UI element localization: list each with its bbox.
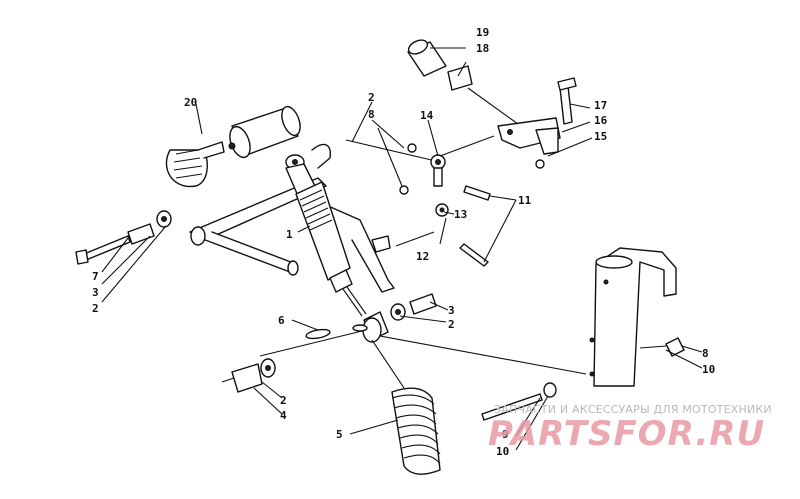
- callout-1: 1: [286, 228, 293, 241]
- callout-2-top: 2: [368, 91, 375, 104]
- callout-7: 7: [92, 270, 99, 283]
- callout-20: 20: [184, 96, 197, 109]
- callout-numbers: 1 2 8 14 19 18 17 16 15 20 11 13 12 7 3 …: [92, 26, 715, 458]
- callout-10-right: 10: [702, 363, 715, 376]
- callout-14: 14: [420, 109, 434, 122]
- callout-4: 4: [280, 409, 287, 422]
- callout-16: 16: [594, 114, 608, 127]
- callout-18: 18: [476, 42, 489, 55]
- callout-2-bottom: 2: [280, 394, 287, 407]
- callout-2-left: 2: [92, 302, 99, 315]
- coil-spring: [371, 339, 441, 475]
- assembly-arrows: [221, 135, 667, 383]
- callout-11: 11: [518, 194, 532, 207]
- callout-3-left: 3: [92, 286, 99, 299]
- watermark-logo: PARTSFOR.RU: [488, 414, 766, 454]
- callout-19: 19: [476, 26, 489, 39]
- strut-housing: [481, 247, 685, 421]
- bellcrank-bracket: [497, 77, 577, 169]
- callout-leaders: [101, 47, 703, 451]
- callout-9: 9: [502, 428, 509, 441]
- callout-8-top: 8: [368, 108, 375, 121]
- clip-and-cap: [407, 39, 519, 125]
- callout-5: 5: [336, 428, 343, 441]
- link-rod-assembly: [345, 139, 491, 267]
- callout-10-bottom: 10: [496, 445, 509, 458]
- bolt-spacer-left: [75, 210, 172, 265]
- callout-6: 6: [278, 314, 285, 327]
- shock-absorber: [285, 143, 367, 317]
- callout-15: 15: [594, 130, 607, 143]
- reservoir-canister: [165, 105, 301, 188]
- callout-8-right: 8: [702, 347, 709, 360]
- frame-rail: [189, 177, 395, 293]
- watermark-tagline: ЗАПЧАСТИ И АКСЕССУАРЫ ДЛЯ МОТОТЕХНИКИ: [494, 403, 772, 416]
- lower-pivot-assembly: [231, 293, 437, 393]
- callout-17: 17: [594, 99, 607, 112]
- callout-13: 13: [454, 208, 467, 221]
- callout-2-mid: 2: [448, 318, 455, 331]
- callout-12: 12: [416, 250, 429, 263]
- callout-3-mid: 3: [448, 304, 455, 317]
